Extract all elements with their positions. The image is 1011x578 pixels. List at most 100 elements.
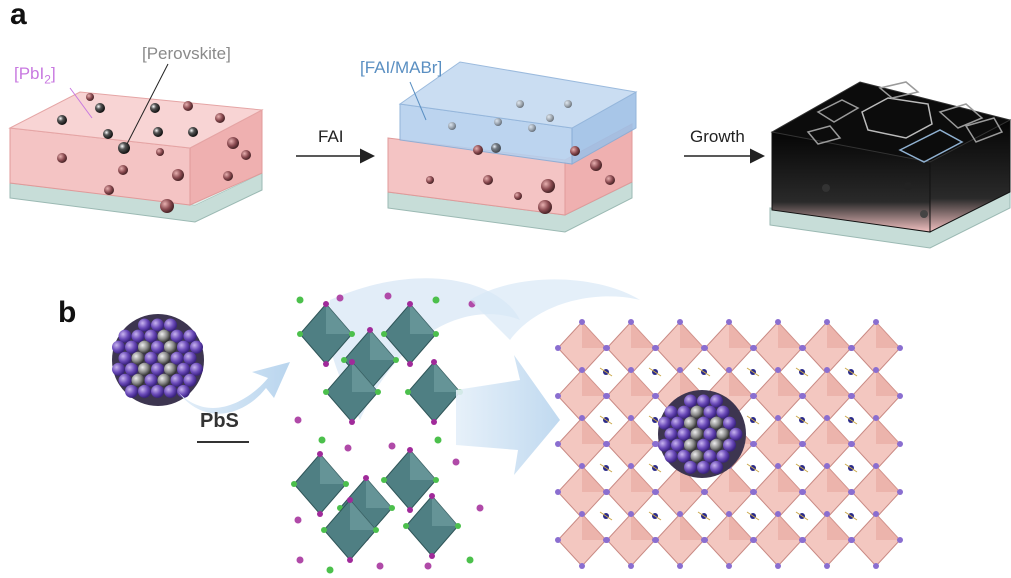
block-3-crystal-grains — [806, 81, 1004, 163]
qd-atom — [710, 438, 723, 452]
pink-octahedron — [555, 463, 609, 521]
qd-atom — [658, 438, 671, 452]
qd-atom — [697, 394, 710, 408]
qd-atom — [144, 373, 158, 387]
qd-atom — [138, 340, 151, 354]
pink-octahedron — [555, 415, 609, 473]
ion-dot — [294, 516, 302, 524]
ion-dot — [476, 504, 484, 512]
perovskite-label: [Perovskite] — [142, 44, 231, 63]
pbi2-label-text: [PbI — [14, 64, 45, 83]
qd-atom — [710, 394, 723, 408]
qd-atom — [118, 351, 132, 365]
cation-bond — [795, 511, 809, 521]
pink-octahedron — [800, 415, 854, 473]
cation-bond — [697, 367, 711, 377]
perovskite-leader-line — [126, 63, 169, 145]
pink-octahedron — [849, 415, 903, 473]
qd-atom — [138, 318, 151, 332]
cation-bond — [795, 367, 809, 377]
fai-step-label: FAI — [318, 127, 344, 146]
qd-atom — [703, 427, 717, 441]
ion-dot — [388, 442, 396, 450]
qd-atom — [164, 384, 177, 398]
qd-atom — [151, 362, 164, 376]
swoosh-top — [470, 279, 640, 340]
ion-dot — [336, 294, 344, 302]
qd-atom — [703, 405, 717, 419]
octahedron — [405, 359, 463, 425]
cation-bond — [844, 415, 858, 425]
pink-octahedron — [604, 319, 658, 377]
panel-b-letter: b — [58, 296, 77, 329]
qd-atom — [138, 384, 151, 398]
ion-dot — [434, 436, 442, 444]
block-1-pbi2-film — [8, 63, 264, 223]
pink-octahedron — [604, 511, 658, 569]
qd-atom — [190, 362, 203, 376]
qd-atom — [690, 405, 704, 419]
qd-atom — [658, 416, 671, 430]
qd-atom — [170, 373, 184, 387]
pbs-underline — [197, 441, 249, 443]
cation-bond — [599, 463, 613, 473]
qd-atom — [664, 449, 678, 463]
pink-octahedron — [751, 367, 805, 425]
block-1-pink-top — [8, 91, 264, 149]
qd-atom — [157, 351, 171, 365]
pink-octahedron — [555, 511, 609, 569]
qd-atom — [710, 416, 723, 430]
qd-atom — [164, 318, 177, 332]
block-2-fai-mabr-film — [387, 61, 638, 233]
ion-dot — [452, 458, 460, 466]
qd-atom — [690, 427, 704, 441]
ion-dot — [294, 416, 302, 424]
qd-atom — [684, 438, 697, 452]
qd-atom — [118, 373, 132, 387]
ion-dot — [296, 296, 304, 304]
qd-atom — [131, 373, 145, 387]
octahedron — [381, 301, 439, 367]
pink-octahedron — [653, 511, 707, 569]
qd-atom — [716, 449, 730, 463]
qd-atom — [664, 427, 678, 441]
pbi2-label: [PbI2] — [14, 64, 56, 86]
qd-atom — [716, 427, 730, 441]
panel-a-letter: a — [10, 0, 27, 31]
qd-atom — [697, 460, 710, 474]
qd-atom — [183, 329, 197, 343]
qd-atom — [684, 416, 697, 430]
qd-atom — [125, 384, 138, 398]
ion-dot — [466, 556, 474, 564]
cation-bond — [599, 511, 613, 521]
qd-atom — [112, 340, 125, 354]
ion-dot — [344, 444, 352, 452]
cation-bond — [844, 463, 858, 473]
quantum-dot-atoms — [112, 318, 203, 398]
octahedron — [321, 497, 379, 563]
qd-atom — [690, 449, 704, 463]
block-2-particles — [426, 100, 615, 214]
pink-octahedron — [849, 319, 903, 377]
qd-atom — [157, 329, 171, 343]
ion-dot — [296, 556, 304, 564]
fai-mabr-label: [FAI/MABr] — [360, 58, 443, 77]
pbi2-leader-line — [69, 87, 93, 119]
big-arrow — [456, 355, 560, 475]
qd-atom — [183, 351, 197, 365]
qd-atom — [697, 438, 710, 452]
qd-atom — [151, 318, 164, 332]
block-1-particles — [57, 93, 251, 213]
pink-octahedron — [702, 511, 756, 569]
qd-atom — [710, 460, 723, 474]
qd-atom — [151, 384, 164, 398]
pink-octahedron — [751, 511, 805, 569]
cation-bond — [648, 511, 662, 521]
octahedron — [323, 359, 381, 425]
ion-dot — [318, 436, 326, 444]
qd-atom — [684, 460, 697, 474]
pbs-quantum-dot-left — [112, 314, 204, 406]
pbs-quantum-dot-embedded — [658, 390, 746, 478]
qd-atom — [729, 427, 743, 441]
qd-atom — [664, 405, 678, 419]
